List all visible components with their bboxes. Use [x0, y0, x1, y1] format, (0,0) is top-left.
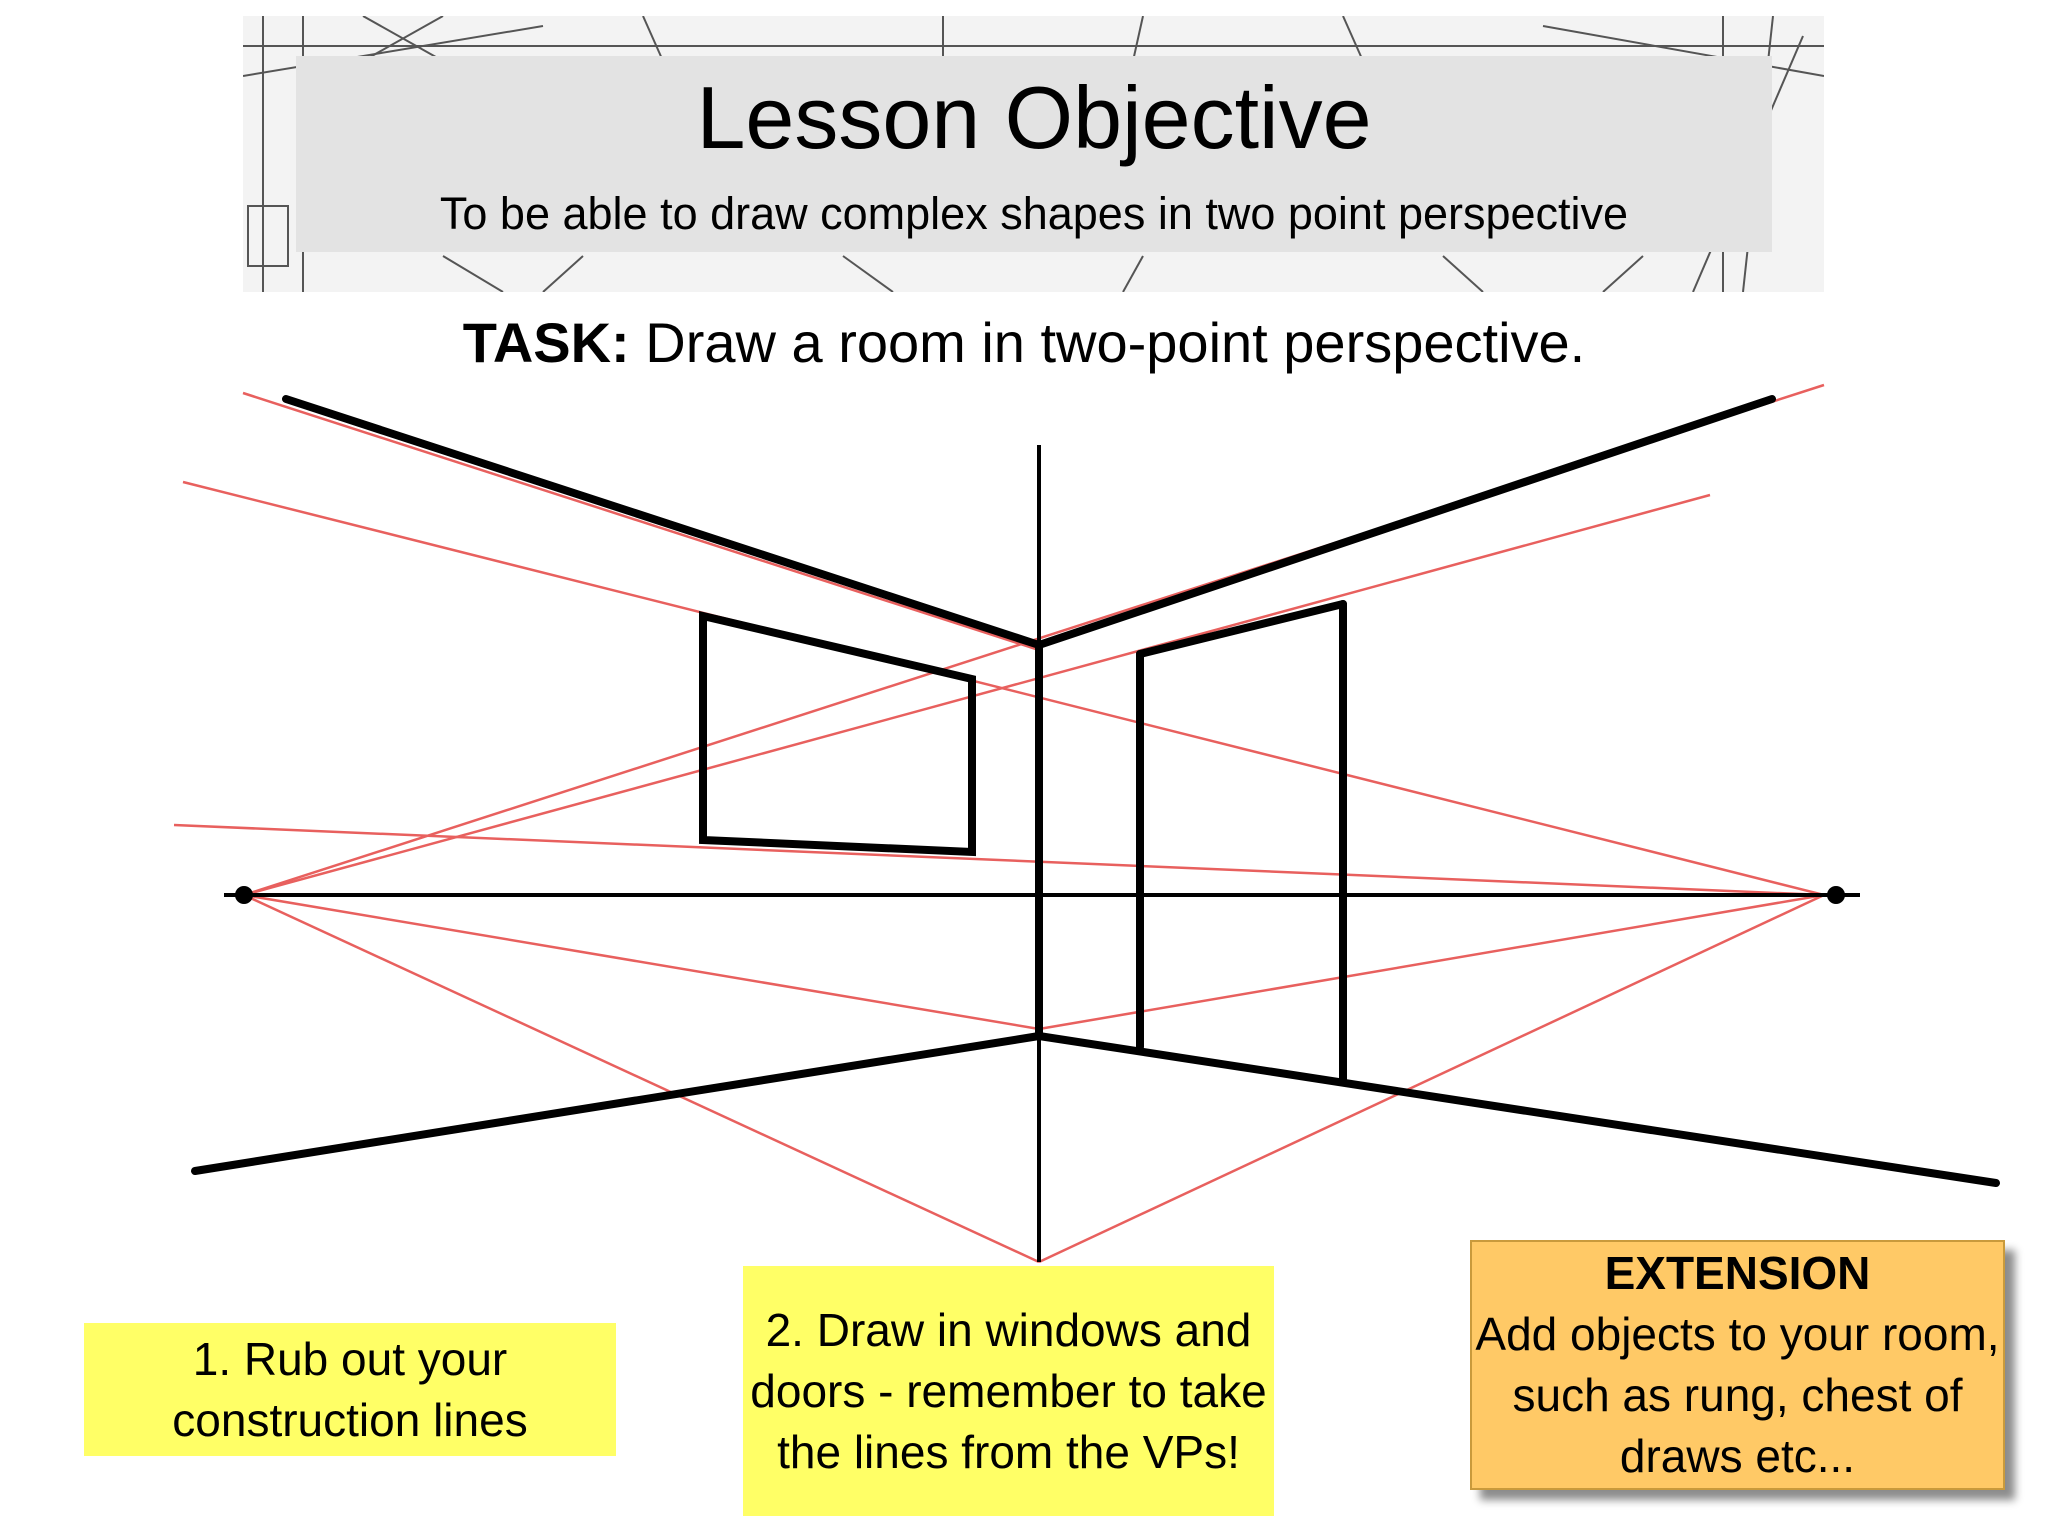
title-panel: Lesson Objective To be able to draw comp…: [296, 56, 1772, 252]
guide-lines: [224, 445, 1860, 1262]
banner-sketch-background: Lesson Objective To be able to draw comp…: [243, 16, 1824, 292]
door-top: [1136, 600, 1347, 658]
floor-left-edge: [191, 1032, 1043, 1175]
task-instruction: TASK: Draw a room in two-point perspecti…: [0, 310, 2048, 376]
extension-note: EXTENSION Add objects to your room, such…: [1470, 1240, 2005, 1490]
construction-lines: [173, 383, 1825, 1264]
ceiling-right-edge: [1035, 395, 1776, 649]
floor-right-edge: [1035, 1032, 2000, 1187]
left-vanishing-point: [235, 886, 253, 904]
city-sketch-illustration: [243, 16, 1824, 292]
step-2-note: 2. Draw in windows and doors - remember …: [743, 1266, 1274, 1516]
step-1-note: 1. Rub out your construction lines: [84, 1323, 616, 1456]
window-left-wall: [699, 610, 976, 857]
right-vanishing-point: [1827, 886, 1845, 904]
ceiling-left-edge: [282, 395, 1043, 649]
task-label: TASK:: [462, 311, 630, 374]
task-text: Draw a room in two-point perspective.: [645, 311, 1586, 374]
lesson-subtitle: To be able to draw complex shapes in two…: [439, 188, 1629, 239]
lesson-title: Lesson Objective: [696, 68, 1372, 167]
extension-heading: EXTENSION: [1604, 1247, 1871, 1299]
extension-body: Add objects to your room, such as rung, …: [1475, 1308, 2000, 1482]
room-lines: [191, 395, 2000, 1187]
